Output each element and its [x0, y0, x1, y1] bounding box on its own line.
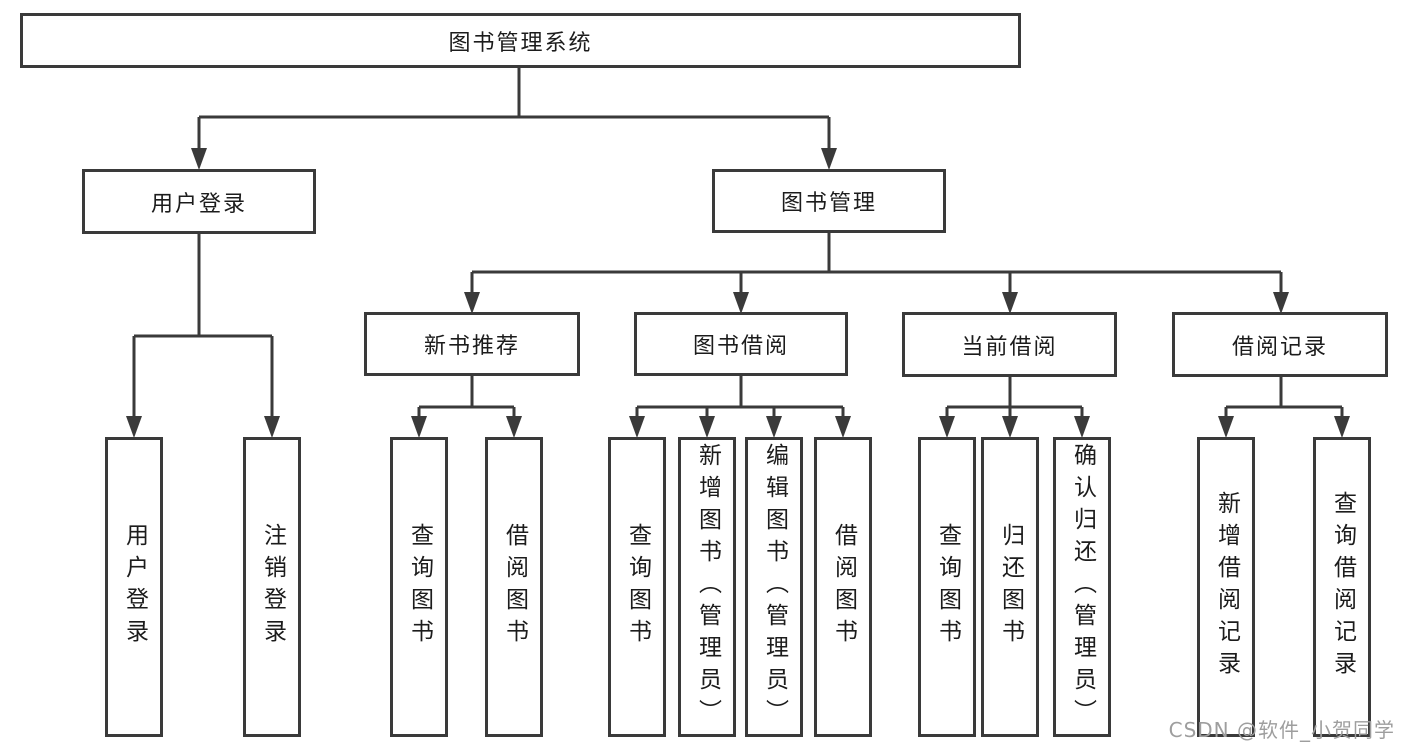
node-book-borrowing: 图书借阅: [634, 312, 848, 376]
node-leaf-add-books-admin-label: 新增图书（管理员）: [694, 443, 721, 731]
node-leaf-query-borrow-record-label: 查询借阅记录: [1329, 491, 1356, 683]
node-user-login-label: 用户登录: [150, 191, 247, 217]
connector-book-borrowing-to-leaves: [635, 375, 845, 420]
node-leaf-borrow-books-recommend: 借阅图书: [485, 437, 543, 737]
node-leaf-query-books-recommend: 查询图书: [390, 437, 448, 737]
node-root-label: 图书管理系统: [448, 30, 593, 56]
node-leaf-confirm-return-admin: 确认归还（管理员）: [1053, 437, 1111, 737]
connector-borrowing-records-to-leaves: [1224, 375, 1344, 420]
node-leaf-borrow-books-recommend-label: 借阅图书: [501, 523, 528, 651]
node-leaf-add-borrow-record-label: 新增借阅记录: [1213, 491, 1240, 683]
node-leaf-query-books-current: 查询图书: [918, 437, 976, 737]
node-borrowing-records-label: 借阅记录: [1231, 334, 1328, 360]
node-book-management-label: 图书管理: [780, 191, 877, 216]
connector-new-book-recommend-to-leaves: [417, 375, 516, 420]
connector-root-to-level2: [197, 66, 831, 152]
connector-current-borrowing-to-leaves: [945, 375, 1084, 420]
node-leaf-logout-label: 注销登录: [259, 523, 286, 651]
connector-user-login-to-leaves: [132, 232, 274, 420]
node-new-book-recommend: 新书推荐: [364, 312, 580, 376]
node-leaf-query-books-recommend-label: 查询图书: [406, 523, 433, 651]
node-leaf-borrow-books-label: 借阅图书: [830, 523, 857, 651]
node-leaf-borrow-books: 借阅图书: [814, 437, 872, 737]
node-current-borrowing: 当前借阅: [902, 312, 1117, 377]
node-book-borrowing-label: 图书借阅: [692, 334, 789, 359]
arrowheads: [126, 148, 1350, 438]
node-leaf-confirm-return-admin-label: 确认归还（管理员）: [1069, 443, 1096, 731]
node-user-login: 用户登录: [82, 169, 316, 234]
node-root-system: 图书管理系统: [20, 13, 1021, 68]
node-leaf-return-books: 归还图书: [981, 437, 1039, 737]
node-leaf-query-books-current-label: 查询图书: [934, 523, 961, 651]
node-current-borrowing-label: 当前借阅: [961, 334, 1058, 360]
node-leaf-add-books-admin: 新增图书（管理员）: [678, 437, 736, 737]
node-book-management: 图书管理: [712, 169, 946, 233]
node-leaf-user-login-label: 用户登录: [121, 523, 148, 651]
node-leaf-logout: 注销登录: [243, 437, 301, 737]
node-leaf-return-books-label: 归还图书: [997, 523, 1024, 651]
watermark-text: CSDN @软件_小贺同学: [1168, 718, 1395, 742]
node-leaf-user-login: 用户登录: [105, 437, 163, 737]
node-leaf-query-books-borrowing-label: 查询图书: [624, 523, 651, 651]
node-leaf-edit-books-admin: 编辑图书（管理员）: [745, 437, 803, 737]
node-leaf-edit-books-admin-label: 编辑图书（管理员）: [761, 443, 788, 731]
node-borrowing-records: 借阅记录: [1172, 312, 1388, 377]
node-new-book-recommend-label: 新书推荐: [423, 334, 520, 359]
connector-book-management-to-level3: [470, 231, 1283, 295]
node-leaf-query-borrow-record: 查询借阅记录: [1313, 437, 1371, 737]
node-leaf-add-borrow-record: 新增借阅记录: [1197, 437, 1255, 737]
node-leaf-query-books-borrowing: 查询图书: [608, 437, 666, 737]
